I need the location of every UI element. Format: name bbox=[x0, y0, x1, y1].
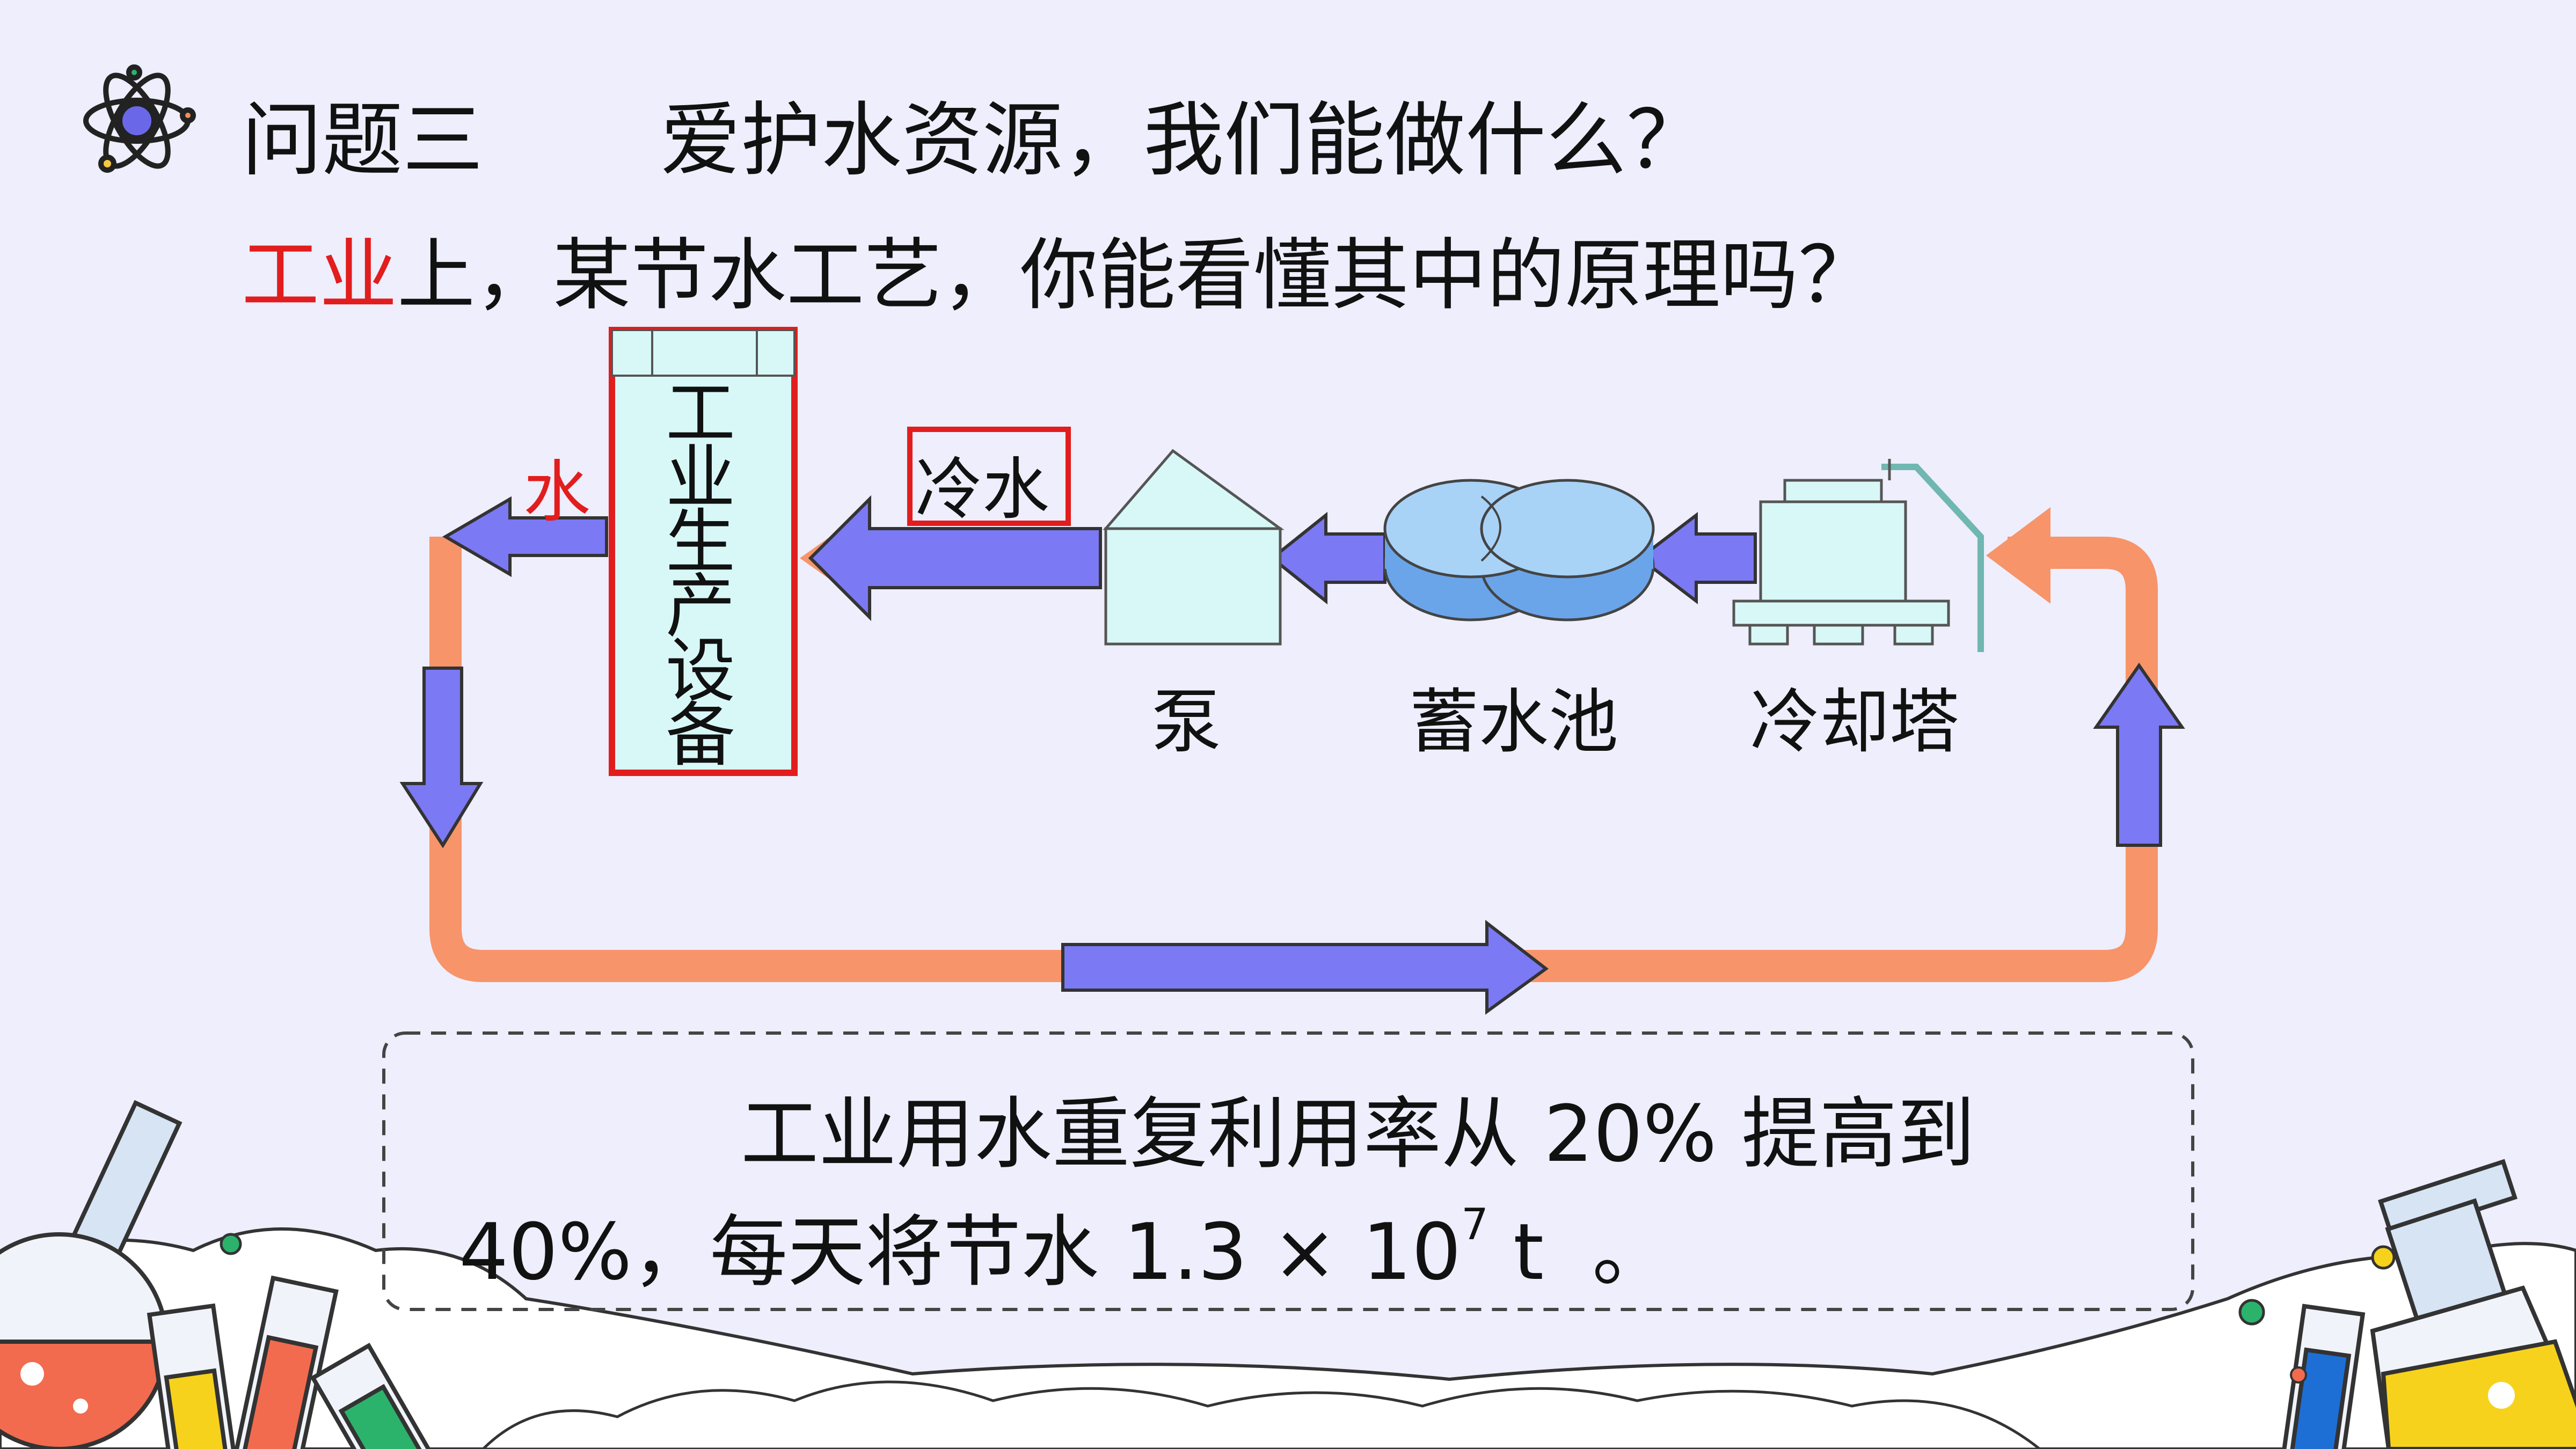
cold-water-label: 冷水 bbox=[915, 451, 1049, 529]
note-line-2: 40%，每天将节水 1.3 × 107 t 。 bbox=[459, 1189, 1670, 1301]
question-number: 问题三 bbox=[242, 94, 484, 187]
water-label: 水 bbox=[523, 453, 590, 531]
note-exponent: 7 bbox=[1461, 1199, 1489, 1249]
arrow-down-left bbox=[399, 667, 484, 848]
test-tube-icon bbox=[147, 1275, 442, 1449]
cloud-decoration bbox=[0, 1227, 2576, 1449]
note-line-2-prefix: 40%，每天将节水 1.3 × 10 bbox=[459, 1207, 1462, 1298]
subtitle-highlight: 工业 bbox=[242, 230, 397, 321]
reservoir-shape bbox=[1383, 479, 1655, 621]
arrow-up-right bbox=[2093, 662, 2185, 847]
loop-arrowhead-right bbox=[1986, 507, 2050, 604]
equipment-label: 工业生产设备 bbox=[620, 372, 781, 776]
flask-icon bbox=[2370, 1159, 2576, 1449]
cold-water-box bbox=[907, 427, 1071, 526]
subtitle: 工业上，某节水工艺，你能看懂其中的原理吗？ bbox=[242, 212, 1876, 325]
cooling-tower-label: 冷却塔 bbox=[1750, 681, 1960, 763]
equipment-box bbox=[609, 327, 798, 776]
note-box bbox=[382, 1031, 2194, 1311]
pump-shape bbox=[1103, 449, 1285, 646]
arrow-bottom-right bbox=[1061, 919, 1549, 1015]
arrow-to-equipment bbox=[808, 495, 1102, 621]
atom-icon bbox=[83, 64, 196, 173]
note-line-1: 工业用水重复利用率从 20% 提高到 bbox=[741, 1089, 1975, 1180]
arrow-to-pool bbox=[1637, 511, 1757, 605]
reservoir-label: 蓄水池 bbox=[1409, 681, 1619, 763]
note-end: 。 bbox=[1592, 1207, 1670, 1298]
test-tube-icon bbox=[2278, 1304, 2366, 1449]
pump-label: 泵 bbox=[1151, 681, 1222, 763]
page-title: 爱护水资源，我们能做什么？ bbox=[660, 94, 1707, 187]
equipment-label-text: 工业生产设备 bbox=[666, 372, 736, 776]
arrow-water-out bbox=[442, 496, 608, 577]
arrow-to-pump bbox=[1269, 511, 1386, 605]
water-loop-path bbox=[429, 537, 2158, 982]
subtitle-text: 上，某节水工艺，你能看懂其中的原理吗？ bbox=[397, 230, 1876, 321]
cooling-tower-shape bbox=[1732, 459, 1984, 652]
note-unit: t bbox=[1488, 1207, 1544, 1298]
